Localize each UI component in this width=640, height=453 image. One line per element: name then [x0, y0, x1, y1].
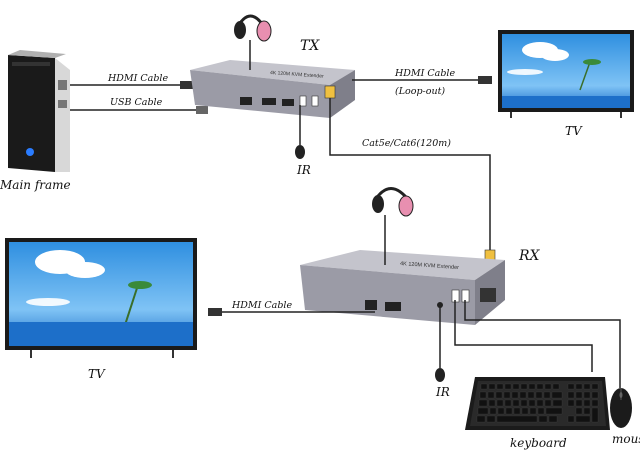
usb-plug-main — [196, 106, 208, 114]
loop-out-label: (Loop-out) — [395, 86, 446, 97]
tv-top-right — [498, 30, 634, 118]
hdmi-plug-main — [180, 81, 194, 89]
ir-tx-label: IR — [297, 163, 311, 177]
cat-cable — [329, 90, 491, 255]
headphone-icon — [234, 14, 272, 70]
ir-rx-label: IR — [436, 385, 450, 399]
usb-cables-rx — [454, 300, 621, 388]
tx-label: TX — [300, 38, 320, 54]
main-frame-pc — [8, 50, 70, 172]
keyboard-icon — [465, 377, 610, 430]
tx-device-label: 4K 120M KVM Extender — [270, 70, 324, 80]
tx-extender-device — [190, 60, 355, 118]
ir-receiver-tx — [295, 105, 305, 159]
tv-left-label: TV — [88, 367, 105, 381]
mouse-icon — [610, 388, 632, 428]
hdmi-cable-main-label: HDMI Cable — [108, 73, 169, 84]
tv-left — [5, 238, 197, 358]
rx-device-label: 4K 120M KVM Extender — [400, 261, 459, 271]
headphone-icon — [372, 187, 414, 265]
usb-cable-main-label: USB Cable — [110, 97, 163, 108]
mouse-label: mous — [612, 432, 640, 446]
hdmi-cable-rx-label: HDMI Cable — [232, 300, 293, 311]
keyboard-label: keyboard — [510, 436, 567, 450]
tv-top-right-label: TV — [565, 124, 582, 138]
rx-label: RX — [519, 248, 540, 264]
cat-cable-label: Cat5e/Cat6(120m) — [362, 138, 451, 149]
main-frame-label: Main frame — [0, 178, 71, 192]
rx-extender-device — [300, 250, 505, 325]
main-frame-cables — [70, 84, 200, 111]
hdmi-cable-loop-label: HDMI Cable — [395, 68, 456, 79]
ir-receiver-rx — [435, 305, 445, 382]
